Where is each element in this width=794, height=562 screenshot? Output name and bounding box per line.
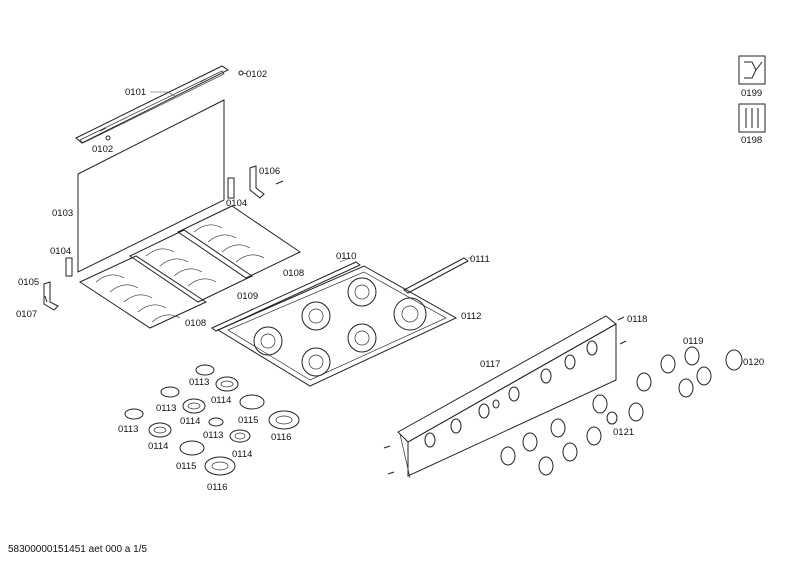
label-0105: 0105 <box>18 277 39 288</box>
pan-support-0109-middle[interactable] <box>128 229 254 303</box>
label-0113-b: 0113 <box>156 403 176 414</box>
label-0120: 0120 <box>743 357 764 368</box>
spacer-0104-right[interactable] <box>227 177 235 199</box>
label-0111: 0111 <box>470 254 490 265</box>
label-0108-front: 0108 <box>185 318 206 329</box>
burner-head-0114-d[interactable] <box>229 429 251 443</box>
burner-cap-0113-d[interactable] <box>208 417 224 427</box>
label-0116-b: 0116 <box>207 482 227 493</box>
label-0121: 0121 <box>613 427 634 438</box>
label-0198: 0198 <box>741 135 762 146</box>
label-0119: 0119 <box>683 336 703 347</box>
label-0101: 0101 <box>125 87 146 98</box>
control-panel-0117[interactable] <box>397 315 617 479</box>
label-0114-b: 0114 <box>180 416 200 427</box>
burner-head-0114-b[interactable] <box>182 398 206 414</box>
back-trim-strip[interactable] <box>75 65 229 144</box>
label-0102-top: 0102 <box>246 69 267 80</box>
burner-head-0116-b[interactable] <box>204 456 236 476</box>
label-0114-c: 0114 <box>148 441 168 452</box>
screw-0102-bottom[interactable] <box>105 135 111 141</box>
label-0113-a: 0113 <box>189 377 209 388</box>
label-0115-a: 0115 <box>238 415 258 426</box>
label-0118: 0118 <box>627 314 647 325</box>
burner-head-0116-a[interactable] <box>268 410 300 430</box>
burner-cap-0115-b[interactable] <box>179 440 205 456</box>
label-0103: 0103 <box>52 208 73 219</box>
knob-0121[interactable] <box>606 411 618 425</box>
wrench-icon <box>738 55 766 85</box>
burner-cap-0113-c[interactable] <box>124 408 144 420</box>
burner-cap-0113-b[interactable] <box>160 386 180 398</box>
label-0114-a: 0114 <box>211 395 231 406</box>
back-panel[interactable] <box>77 99 225 273</box>
label-0112: 0112 <box>461 311 481 322</box>
pan-support-0108-front[interactable] <box>78 255 208 329</box>
label-0109: 0109 <box>237 291 258 302</box>
bracket-0106[interactable] <box>249 165 265 199</box>
label-0114-d: 0114 <box>232 449 252 460</box>
spacer-0104-left[interactable] <box>65 257 73 277</box>
label-0113-c: 0113 <box>118 424 138 435</box>
label-0108-back: 0108 <box>283 268 304 279</box>
screw-0102-top[interactable] <box>238 70 248 76</box>
label-0106: 0106 <box>259 166 280 177</box>
screw-0118[interactable] <box>617 316 627 345</box>
label-0104-left: 0104 <box>50 246 71 257</box>
label-0115-b: 0115 <box>176 461 196 472</box>
label-0104-right: 0104 <box>226 198 247 209</box>
label-0102-bottom: 0102 <box>92 144 113 155</box>
rod-0111[interactable] <box>403 257 469 294</box>
burner-cap-0115-a[interactable] <box>239 394 265 410</box>
pan-support-0108-back[interactable] <box>176 205 302 279</box>
label-0199: 0199 <box>741 88 762 99</box>
burner-head-0114-a[interactable] <box>215 376 239 392</box>
label-0116-a: 0116 <box>271 432 291 443</box>
screw-0107[interactable] <box>44 295 48 303</box>
front-strip-0110[interactable] <box>211 257 361 332</box>
bracket-0105[interactable] <box>43 281 59 311</box>
cooktop-0112[interactable] <box>216 265 458 387</box>
screw-0106[interactable] <box>275 180 284 185</box>
label-0117: 0117 <box>480 359 500 370</box>
knob-0120[interactable] <box>725 349 743 371</box>
knob-set-0119[interactable] <box>500 346 712 476</box>
screws-panel-left[interactable] <box>383 445 395 475</box>
burner-head-0114-c[interactable] <box>148 422 172 438</box>
label-0110: 0110 <box>336 251 356 262</box>
label-0113-d: 0113 <box>203 430 223 441</box>
screwdriver-icon <box>738 103 766 133</box>
burner-cap-0113-a[interactable] <box>195 364 215 376</box>
label-0107: 0107 <box>16 309 37 320</box>
document-code: 58300000151451 aet 000 a 1/5 <box>8 544 148 555</box>
